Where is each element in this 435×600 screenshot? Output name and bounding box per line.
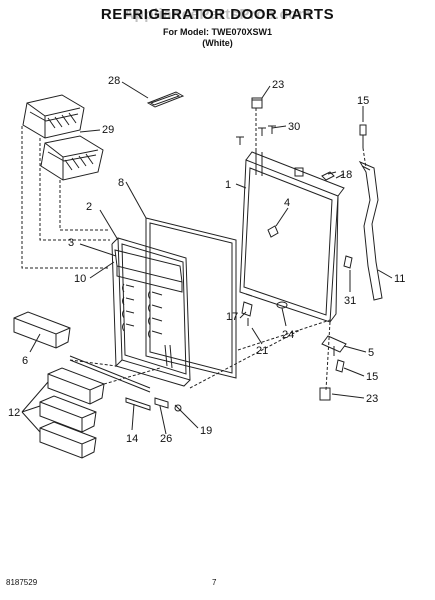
- model-line: For Model: TWE070XSW1: [162, 27, 272, 37]
- part-1-outer-door: [239, 150, 345, 323]
- guide-lines-left: [21, 126, 110, 269]
- callout-labels: 28 23 15 29 30 8 1 18 2 4 3 10 11 31 17 …: [8, 75, 405, 445]
- leader-lines: [21, 81, 393, 435]
- part-15-screw-bottom: [335, 359, 345, 373]
- part-17-hinge: [241, 293, 253, 326]
- callout-24: 24: [282, 329, 294, 341]
- color-note: (White): [202, 38, 233, 48]
- callout-11: 11: [394, 273, 405, 285]
- callout-23-top: 23: [272, 79, 284, 91]
- part-12-door-bins: [39, 367, 105, 459]
- callout-30: 30: [288, 121, 300, 133]
- callout-4: 4: [284, 197, 290, 209]
- callout-8: 8: [118, 177, 124, 189]
- callout-19: 19: [200, 425, 212, 437]
- part-5-lower-hinge: [321, 335, 347, 356]
- part-14-26-rails: [69, 355, 169, 411]
- callout-29: 29: [102, 124, 114, 136]
- page-number: 7: [212, 578, 217, 587]
- callout-6: 6: [22, 355, 28, 367]
- part-8-door-gasket: [145, 217, 237, 379]
- callout-2: 2: [86, 201, 92, 213]
- part-31-pin: [343, 255, 353, 269]
- part-28-insert: [146, 91, 185, 108]
- header: REFRIGERATOR DOOR PARTS For Model: TWE07…: [0, 6, 435, 49]
- callout-12: 12: [8, 407, 20, 419]
- callout-31: 31: [344, 295, 356, 307]
- callout-21: 21: [256, 345, 268, 357]
- guide-lines-bins: [69, 359, 161, 385]
- callout-5: 5: [368, 347, 374, 359]
- callout-10: 10: [74, 273, 86, 285]
- callout-15-top: 15: [357, 95, 369, 107]
- part-2-door-liner: [111, 237, 191, 387]
- callout-1: 1: [225, 179, 231, 191]
- guide-lines-right: [189, 108, 367, 391]
- part-6-small-bin: [13, 311, 71, 349]
- callout-18: 18: [340, 169, 352, 181]
- callout-28: 28: [108, 75, 120, 87]
- part-29-shelves: [22, 94, 104, 181]
- part-11-handle: [358, 160, 383, 301]
- part-18-bracket: [321, 171, 345, 181]
- callout-3: 3: [68, 237, 74, 249]
- part-30-screws: [236, 125, 304, 177]
- part-15-screw-top: [359, 124, 367, 148]
- callout-23-bottom: 23: [366, 393, 378, 405]
- callout-15-bottom: 15: [366, 371, 378, 383]
- document-number: 8187529: [6, 578, 38, 587]
- part-23-cap-bottom: [319, 387, 331, 401]
- callout-17: 17: [226, 311, 238, 323]
- page-title: REFRIGERATOR DOOR PARTS: [100, 6, 335, 23]
- callout-14: 14: [126, 433, 138, 445]
- callout-26: 26: [160, 433, 172, 445]
- part-23-cap-top: [251, 97, 263, 109]
